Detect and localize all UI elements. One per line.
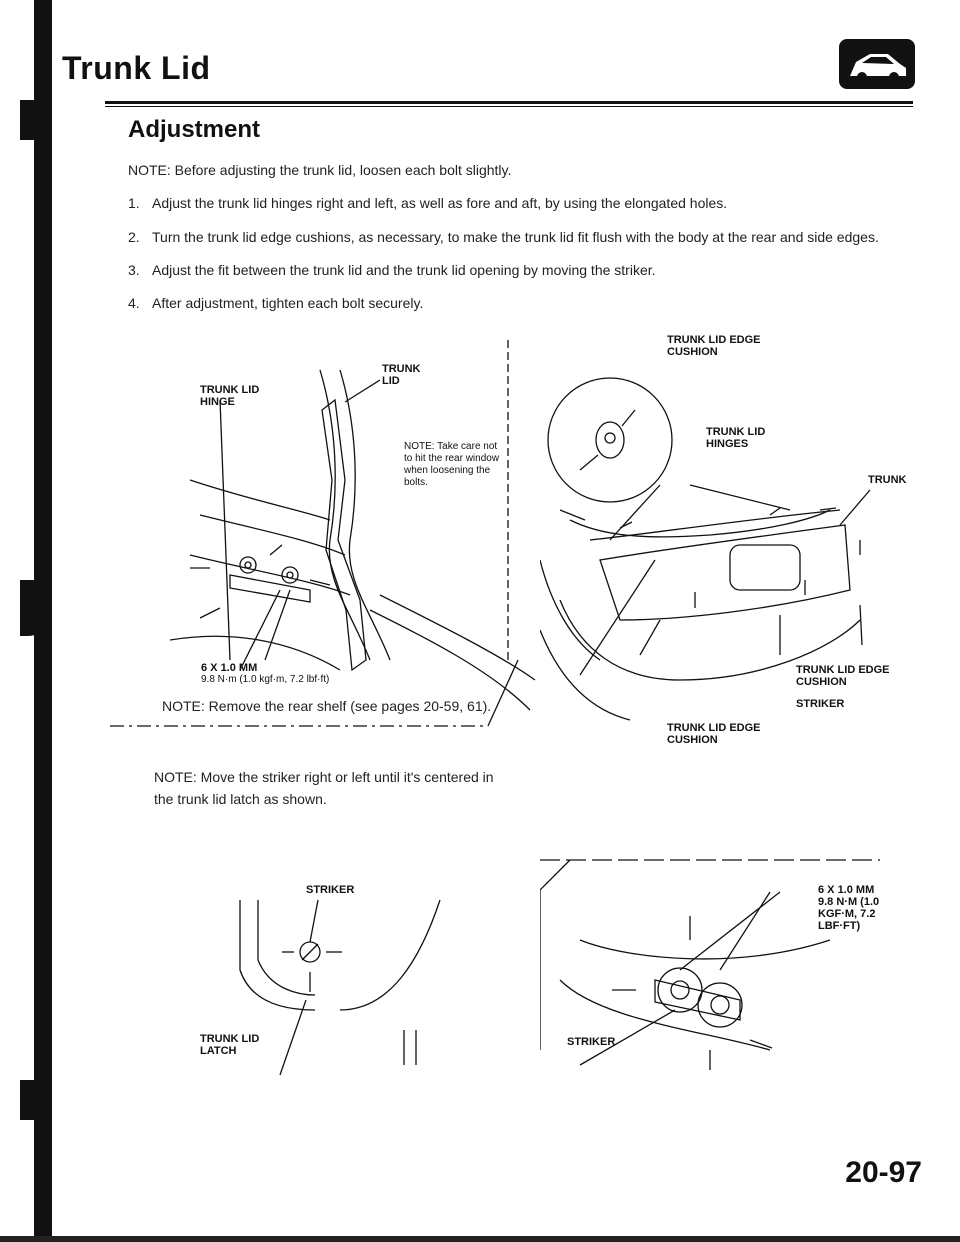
step-item: 2. Turn the trunk lid edge cushions, as n…: [128, 229, 879, 245]
hinge-note: NOTE: Take care not to hit the rear wind…: [404, 441, 500, 488]
latch-illustration: [239, 899, 441, 1076]
tab-mark: [20, 580, 52, 636]
bolt-torque: 9.8 N·m (1.0 kgf·m, 7.2 lbf·ft): [201, 674, 330, 685]
step-text: Turn the trunk lid edge cushions, as nec…: [152, 229, 879, 245]
step-text: Adjust the trunk lid hinges right and le…: [152, 195, 728, 211]
trunk-overview-illustration: [540, 377, 871, 721]
step-number: 1.: [128, 195, 140, 211]
step-text: After adjustment, tighten each bolt secu…: [152, 295, 424, 311]
page-title: Trunk Lid: [62, 50, 211, 86]
header-rule: [105, 106, 913, 107]
step-number: 2.: [128, 229, 140, 245]
page-number: 20-97: [845, 1156, 922, 1189]
label-edge-cushion-bottom: TRUNK LID EDGE CUSHION: [667, 722, 761, 746]
striker-illustration: [540, 859, 880, 1070]
label-trunk-lid-hinge: TRUNK LID HINGE: [200, 384, 260, 408]
label-latch-striker: STRIKER: [306, 884, 355, 896]
intro-note: NOTE: Before adjusting the trunk lid, lo…: [128, 162, 512, 178]
header-rule: [105, 101, 913, 104]
step-item: 4. After adjustment, tighten each bolt se…: [128, 295, 423, 311]
figure-frame: [110, 340, 519, 727]
striker-note: NOTE: Move the striker right or left unt…: [154, 769, 494, 807]
label-trunk: TRUNK: [868, 474, 907, 486]
shelf-note: NOTE: Remove the rear shelf (see pages 2…: [162, 698, 492, 714]
label-trunk-lid: TRUNK LID: [382, 363, 421, 387]
label-striker: STRIKER: [796, 698, 845, 710]
label-striker-detail: STRIKER: [567, 1036, 616, 1048]
step-number: 4.: [128, 295, 140, 311]
striker-torque: 9.8 N·m (1.0 kgf·m, 7.2 lbf·ft): [818, 896, 880, 932]
step-text: Adjust the fit between the trunk lid and…: [152, 262, 656, 278]
hinge-illustration: [170, 369, 536, 711]
step-number: 3.: [128, 262, 140, 278]
tab-mark: [20, 1080, 52, 1120]
section-title: Adjustment: [128, 116, 260, 143]
bolt-size: 6 x 1.0 mm: [201, 662, 258, 674]
step-item: 1. Adjust the trunk lid hinges right and …: [128, 195, 727, 211]
car-icon: [839, 39, 915, 89]
label-edge-cushion-top: TRUNK LID EDGE CUSHION: [667, 334, 761, 358]
striker-bolt-size: 6 x 1.0 mm: [818, 884, 875, 896]
label-edge-cushion-right: TRUNK LID EDGE CUSHION: [796, 664, 890, 688]
label-trunk-lid-latch: TRUNK LID LATCH: [200, 1033, 260, 1057]
label-trunk-lid-hinges: TRUNK LID HINGES: [706, 426, 766, 450]
step-item: 3. Adjust the fit between the trunk lid a…: [128, 262, 656, 278]
tab-mark: [20, 100, 52, 140]
footer-bar: [0, 1236, 960, 1242]
